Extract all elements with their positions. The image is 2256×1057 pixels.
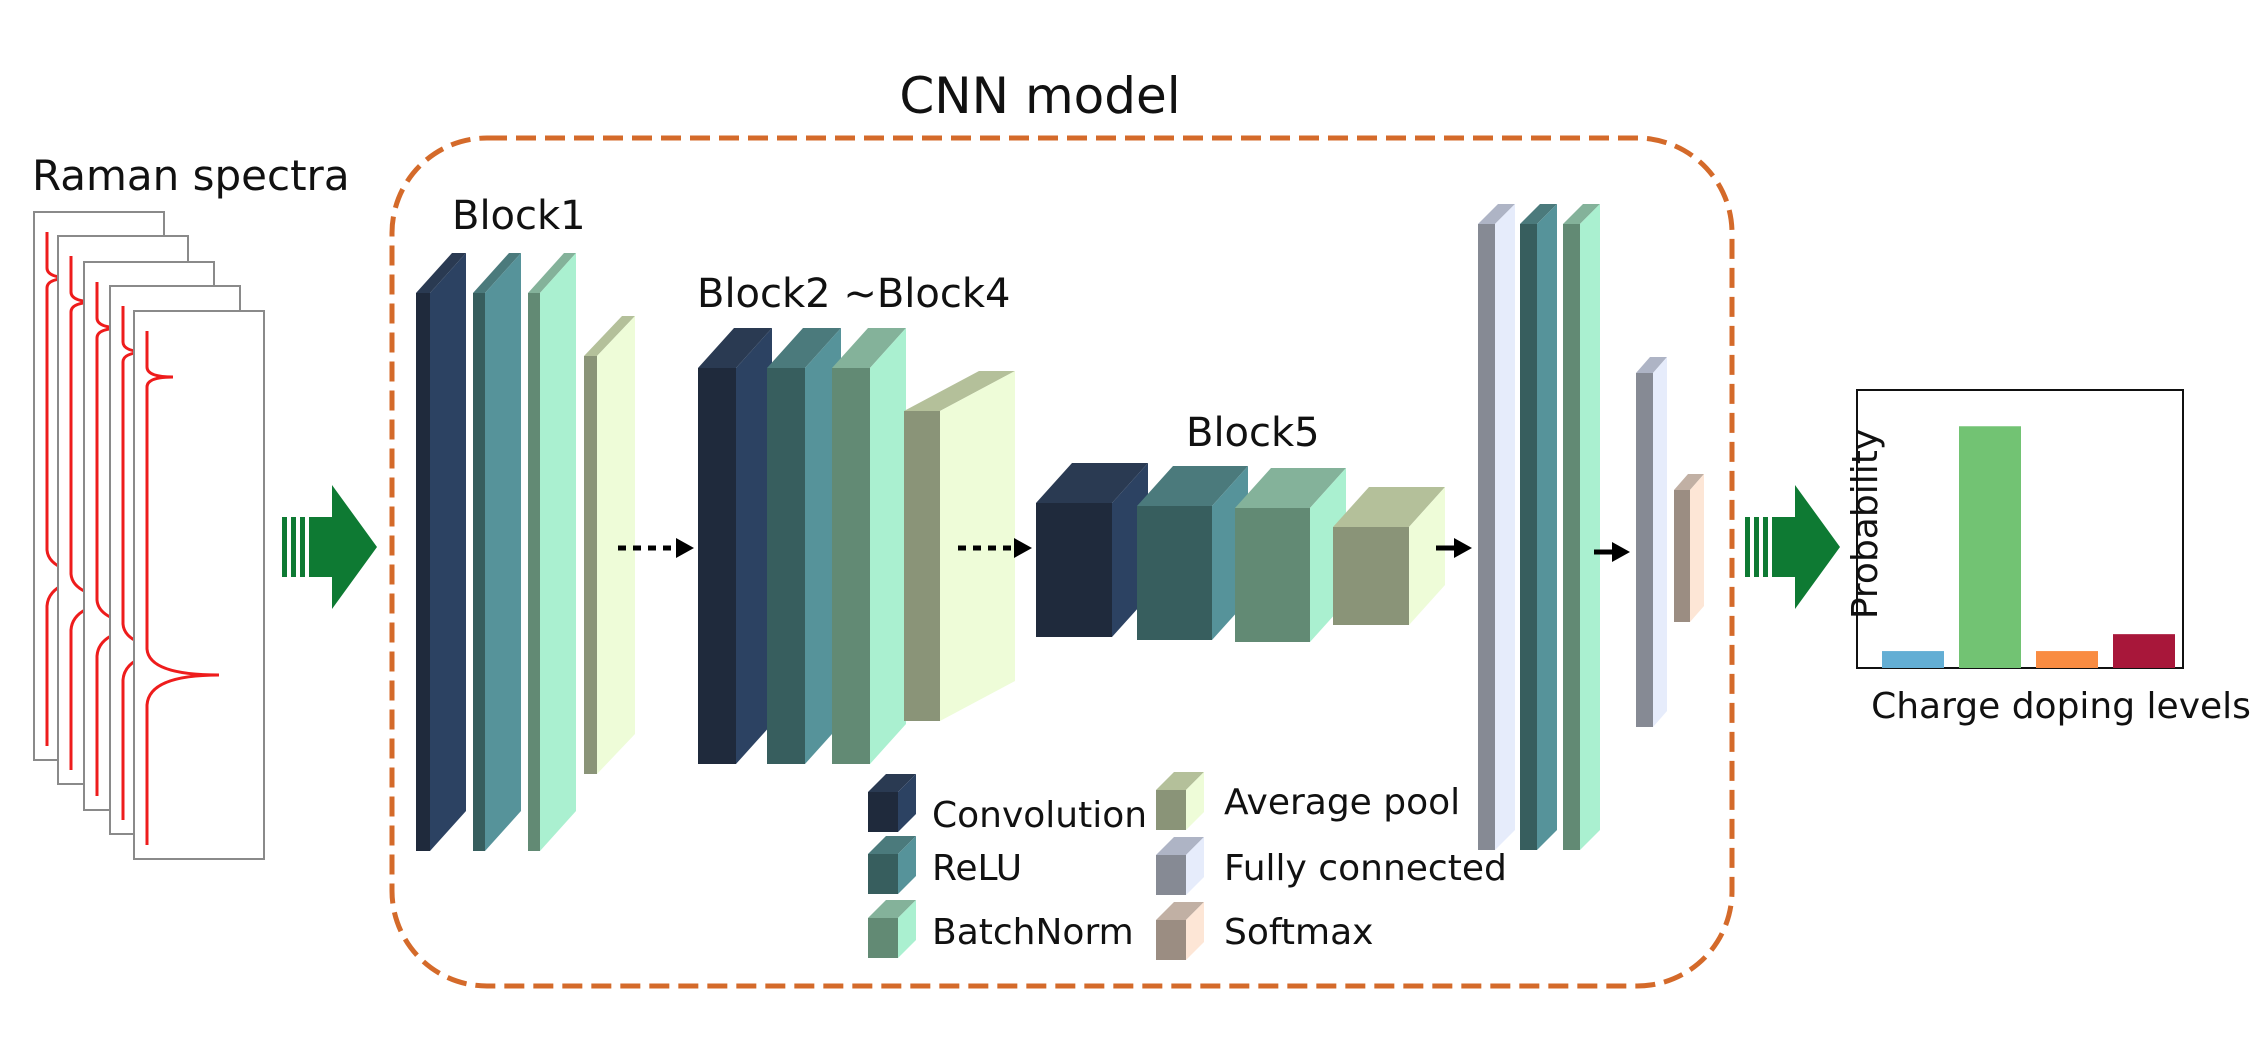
legend-softmax-icon: [1156, 902, 1204, 960]
block2-conv-layer: [698, 328, 772, 764]
head-relu-layer: [1520, 204, 1557, 850]
arrow-head-shape: [1772, 485, 1840, 609]
chart-bar-4: [2113, 634, 2175, 668]
block5-conv-layer: [1036, 463, 1148, 637]
diagram-title: CNN model: [899, 67, 1180, 125]
chart-y-axis-label: Probability: [1845, 429, 1886, 619]
chart-bar-1: [1882, 651, 1944, 668]
output-chart: Charge doping levels Probability: [1845, 389, 2251, 727]
raman-spectra-input: Raman spectra: [32, 151, 350, 860]
arrow-head-shape: [309, 485, 377, 609]
flow-arrows: [618, 538, 1630, 562]
block2-4-label: Block2 ~Block4: [697, 271, 1011, 317]
block1-avgpool-layer: [584, 316, 635, 774]
block5-label: Block5: [1186, 410, 1320, 456]
chart-bar-2: [1959, 426, 2021, 668]
legend-convolution-icon: [868, 774, 916, 832]
head-softmax-layer: [1674, 474, 1704, 622]
spectrum-trace: [145, 331, 220, 845]
raman-spectra-label: Raman spectra: [32, 151, 350, 200]
block5-batchnorm-layer: [1235, 468, 1346, 642]
legend-softmax-label: Softmax: [1224, 912, 1373, 953]
head-fc-layer-1: [1478, 204, 1515, 850]
input-arrow: [282, 485, 377, 609]
block2-batchnorm-layer: [832, 328, 906, 764]
legend-average-pool-label: Average pool: [1224, 782, 1460, 823]
solid-arrowhead-1: [1454, 538, 1472, 558]
arrow-stripe: [1754, 517, 1759, 577]
block5-avgpool-layer: [1333, 487, 1445, 625]
arrow-stripe: [300, 517, 305, 577]
legend-batchnorm-icon: [868, 900, 916, 958]
head-batchnorm-layer: [1563, 204, 1600, 850]
block2-relu-layer: [767, 328, 841, 764]
legend-relu-icon: [868, 836, 916, 894]
head-fc-layer-2: [1636, 357, 1667, 727]
legend-convolution-label: Convolution: [932, 795, 1147, 836]
cnn-model-frame: [389, 135, 1735, 989]
legend-fully-connected-label: Fully connected: [1224, 848, 1507, 889]
spectrum-card-5: [133, 310, 265, 860]
legend-batchnorm-label: BatchNorm: [932, 912, 1134, 953]
arrow-stripe: [1763, 517, 1768, 577]
output-arrow: [1745, 485, 1840, 609]
arrow-stripe: [1745, 517, 1750, 577]
chart-x-axis-label: Charge doping levels: [1871, 686, 2251, 727]
arrow-stripe: [291, 517, 296, 577]
legend-average-pool-icon: [1156, 772, 1204, 830]
chart-bars: [1882, 426, 2175, 668]
solid-arrowhead-2: [1612, 542, 1630, 562]
block1-conv-layer: [416, 253, 466, 851]
block1-label: Block1: [452, 193, 586, 239]
flow-arrowhead-2: [1014, 538, 1032, 558]
arrow-stripe: [282, 517, 287, 577]
legend-fully-connected-icon: [1156, 837, 1204, 895]
legend: Convolution Average pool ReLU Fully conn…: [868, 772, 1507, 960]
spectra-stack: [33, 211, 265, 860]
block1-batchnorm-layer: [528, 253, 576, 851]
block1-relu-layer: [473, 253, 521, 851]
chart-bar-3: [2036, 651, 2098, 668]
block5-relu-layer: [1137, 466, 1248, 640]
legend-relu-label: ReLU: [932, 848, 1022, 889]
layer-stack: [416, 204, 1704, 851]
flow-arrowhead-1: [676, 538, 694, 558]
